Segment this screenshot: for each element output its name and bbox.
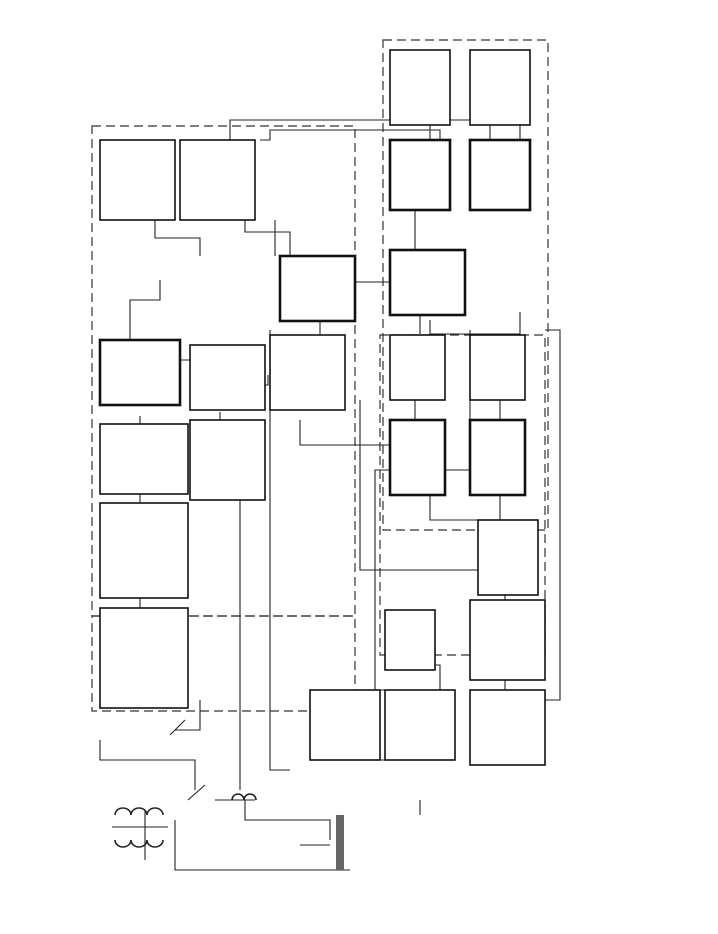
block-relay	[384, 609, 436, 671]
block-inverter1	[98, 338, 182, 407]
block-thyristor1	[389, 49, 451, 126]
block-inverter2	[189, 344, 266, 411]
block-init-circuit	[469, 599, 546, 681]
block-counter1	[388, 418, 447, 497]
block-trigger1	[278, 254, 357, 323]
block-stabilizer	[99, 607, 189, 709]
block-meter	[99, 502, 189, 599]
dashed-group-outlines	[91, 39, 549, 712]
block-oneshot1	[389, 334, 446, 401]
switch-km11-contact	[187, 784, 206, 801]
transformer-primary-coil	[114, 807, 164, 816]
block-comparator2	[189, 419, 266, 501]
block-key1	[388, 138, 452, 212]
block-former2	[179, 139, 256, 221]
block-primary-former	[309, 689, 381, 761]
block-counter2	[468, 418, 527, 497]
current-transformer-coil	[231, 793, 257, 801]
transformer-secondary-coil	[114, 839, 164, 848]
block-layer	[98, 49, 546, 766]
block-former1	[99, 139, 176, 221]
block-oneshot3	[477, 519, 539, 596]
block-rectifier	[469, 689, 546, 766]
block-oneshot2	[469, 334, 526, 401]
power-components	[112, 719, 344, 870]
workpiece-hatch	[336, 815, 344, 870]
switch-km12-contact	[169, 719, 186, 736]
block-thyristor2	[469, 49, 531, 126]
block-inverter3	[269, 334, 346, 411]
block-transformer	[384, 689, 456, 761]
block-comparator1	[99, 423, 189, 495]
block-trigger2	[388, 248, 467, 317]
block-key2	[468, 138, 532, 212]
